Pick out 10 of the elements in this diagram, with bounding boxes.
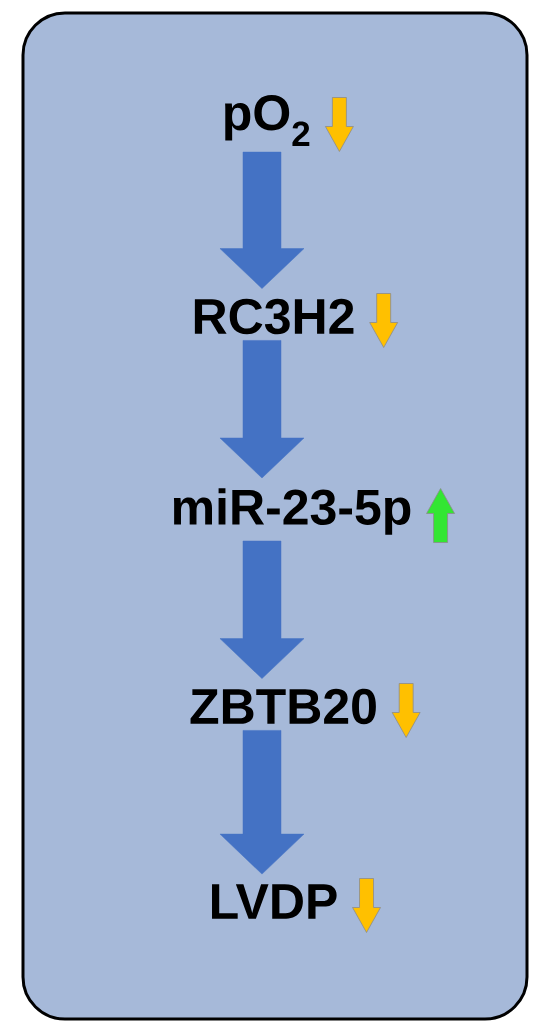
- block-arrow: [219, 730, 305, 875]
- label-text: RC3H2: [194, 298, 354, 335]
- block-arrow: [219, 340, 305, 479]
- block-arrow: [219, 540, 305, 679]
- label-text: ZBTB20: [190, 688, 376, 725]
- block-arrow: [219, 151, 305, 289]
- label-text: pO$_{2}$: [225, 95, 310, 146]
- panel-box: [21, 11, 529, 1021]
- label-text: LVDP: [212, 884, 337, 919]
- label-text: miR-23-5p: [173, 488, 411, 535]
